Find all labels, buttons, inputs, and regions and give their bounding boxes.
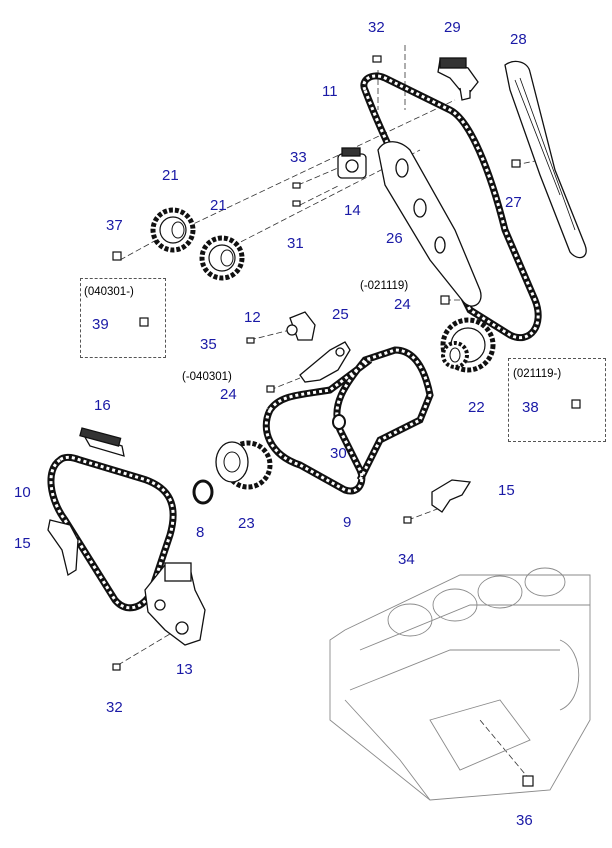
- washer-30: [332, 414, 346, 430]
- tensioner-12: [286, 311, 316, 341]
- chain-guide-15-left: [47, 519, 79, 577]
- callout-32-bottom[interactable]: 32: [106, 699, 123, 716]
- callout-25[interactable]: 25: [332, 306, 349, 323]
- callout-24-right[interactable]: 24: [394, 296, 411, 313]
- note-040301-box: (040301-): [84, 286, 134, 298]
- chain-guide-16: [79, 427, 125, 457]
- timing-chain-lower: [47, 453, 177, 612]
- callout-14[interactable]: 14: [344, 202, 361, 219]
- callout-35[interactable]: 35: [200, 336, 217, 353]
- chain-guide-29: [437, 57, 479, 101]
- callout-37[interactable]: 37: [106, 217, 123, 234]
- callout-9[interactable]: 9: [343, 514, 352, 531]
- callout-34[interactable]: 34: [398, 551, 415, 568]
- note-021119-box: (021119-): [513, 368, 562, 380]
- sprocket-23: [215, 440, 273, 490]
- callout-38[interactable]: 38: [522, 399, 539, 416]
- callout-10[interactable]: 10: [14, 484, 31, 501]
- sprocket-21-right: [199, 235, 245, 281]
- callout-39[interactable]: 39: [92, 316, 109, 333]
- note-040301-mid: (-040301): [182, 371, 232, 383]
- bolts: [112, 55, 581, 787]
- tensioner-arm-25: [299, 341, 351, 383]
- callout-29[interactable]: 29: [444, 19, 461, 36]
- note-021119-top: (-021119): [360, 280, 409, 292]
- callout-16[interactable]: 16: [94, 397, 111, 414]
- o-ring-8: [192, 479, 214, 505]
- callout-15-right[interactable]: 15: [498, 482, 515, 499]
- engine-block: [329, 567, 591, 801]
- callout-28[interactable]: 28: [510, 31, 527, 48]
- callout-13[interactable]: 13: [176, 661, 193, 678]
- timing-chain-middle: [262, 346, 434, 495]
- callout-30[interactable]: 30: [330, 445, 347, 462]
- chain-guide-15-right: [431, 479, 472, 513]
- callout-22[interactable]: 22: [468, 399, 485, 416]
- callout-31[interactable]: 31: [287, 235, 304, 252]
- callout-21-left[interactable]: 21: [162, 167, 179, 184]
- callout-15-left[interactable]: 15: [14, 535, 31, 552]
- chain-guide-28: [504, 60, 587, 259]
- option-box-040301: [80, 278, 166, 358]
- callout-23[interactable]: 23: [238, 515, 255, 532]
- callout-32-top[interactable]: 32: [368, 19, 385, 36]
- callout-8[interactable]: 8: [196, 524, 205, 541]
- callout-26[interactable]: 26: [386, 230, 403, 247]
- sprocket-21-left: [150, 207, 196, 253]
- callout-33[interactable]: 33: [290, 149, 307, 166]
- callout-27[interactable]: 27: [505, 194, 522, 211]
- callout-12[interactable]: 12: [244, 309, 261, 326]
- callout-24-left[interactable]: 24: [220, 386, 237, 403]
- callout-21-right[interactable]: 21: [210, 197, 227, 214]
- chain-tensioner-14: [337, 147, 367, 179]
- bracket-13: [144, 562, 206, 646]
- tensioner-arm-26: [377, 141, 482, 307]
- callout-11[interactable]: 11: [322, 83, 338, 100]
- sprocket-22: [440, 317, 496, 373]
- option-box-021119: [508, 358, 606, 442]
- callout-36[interactable]: 36: [516, 812, 533, 829]
